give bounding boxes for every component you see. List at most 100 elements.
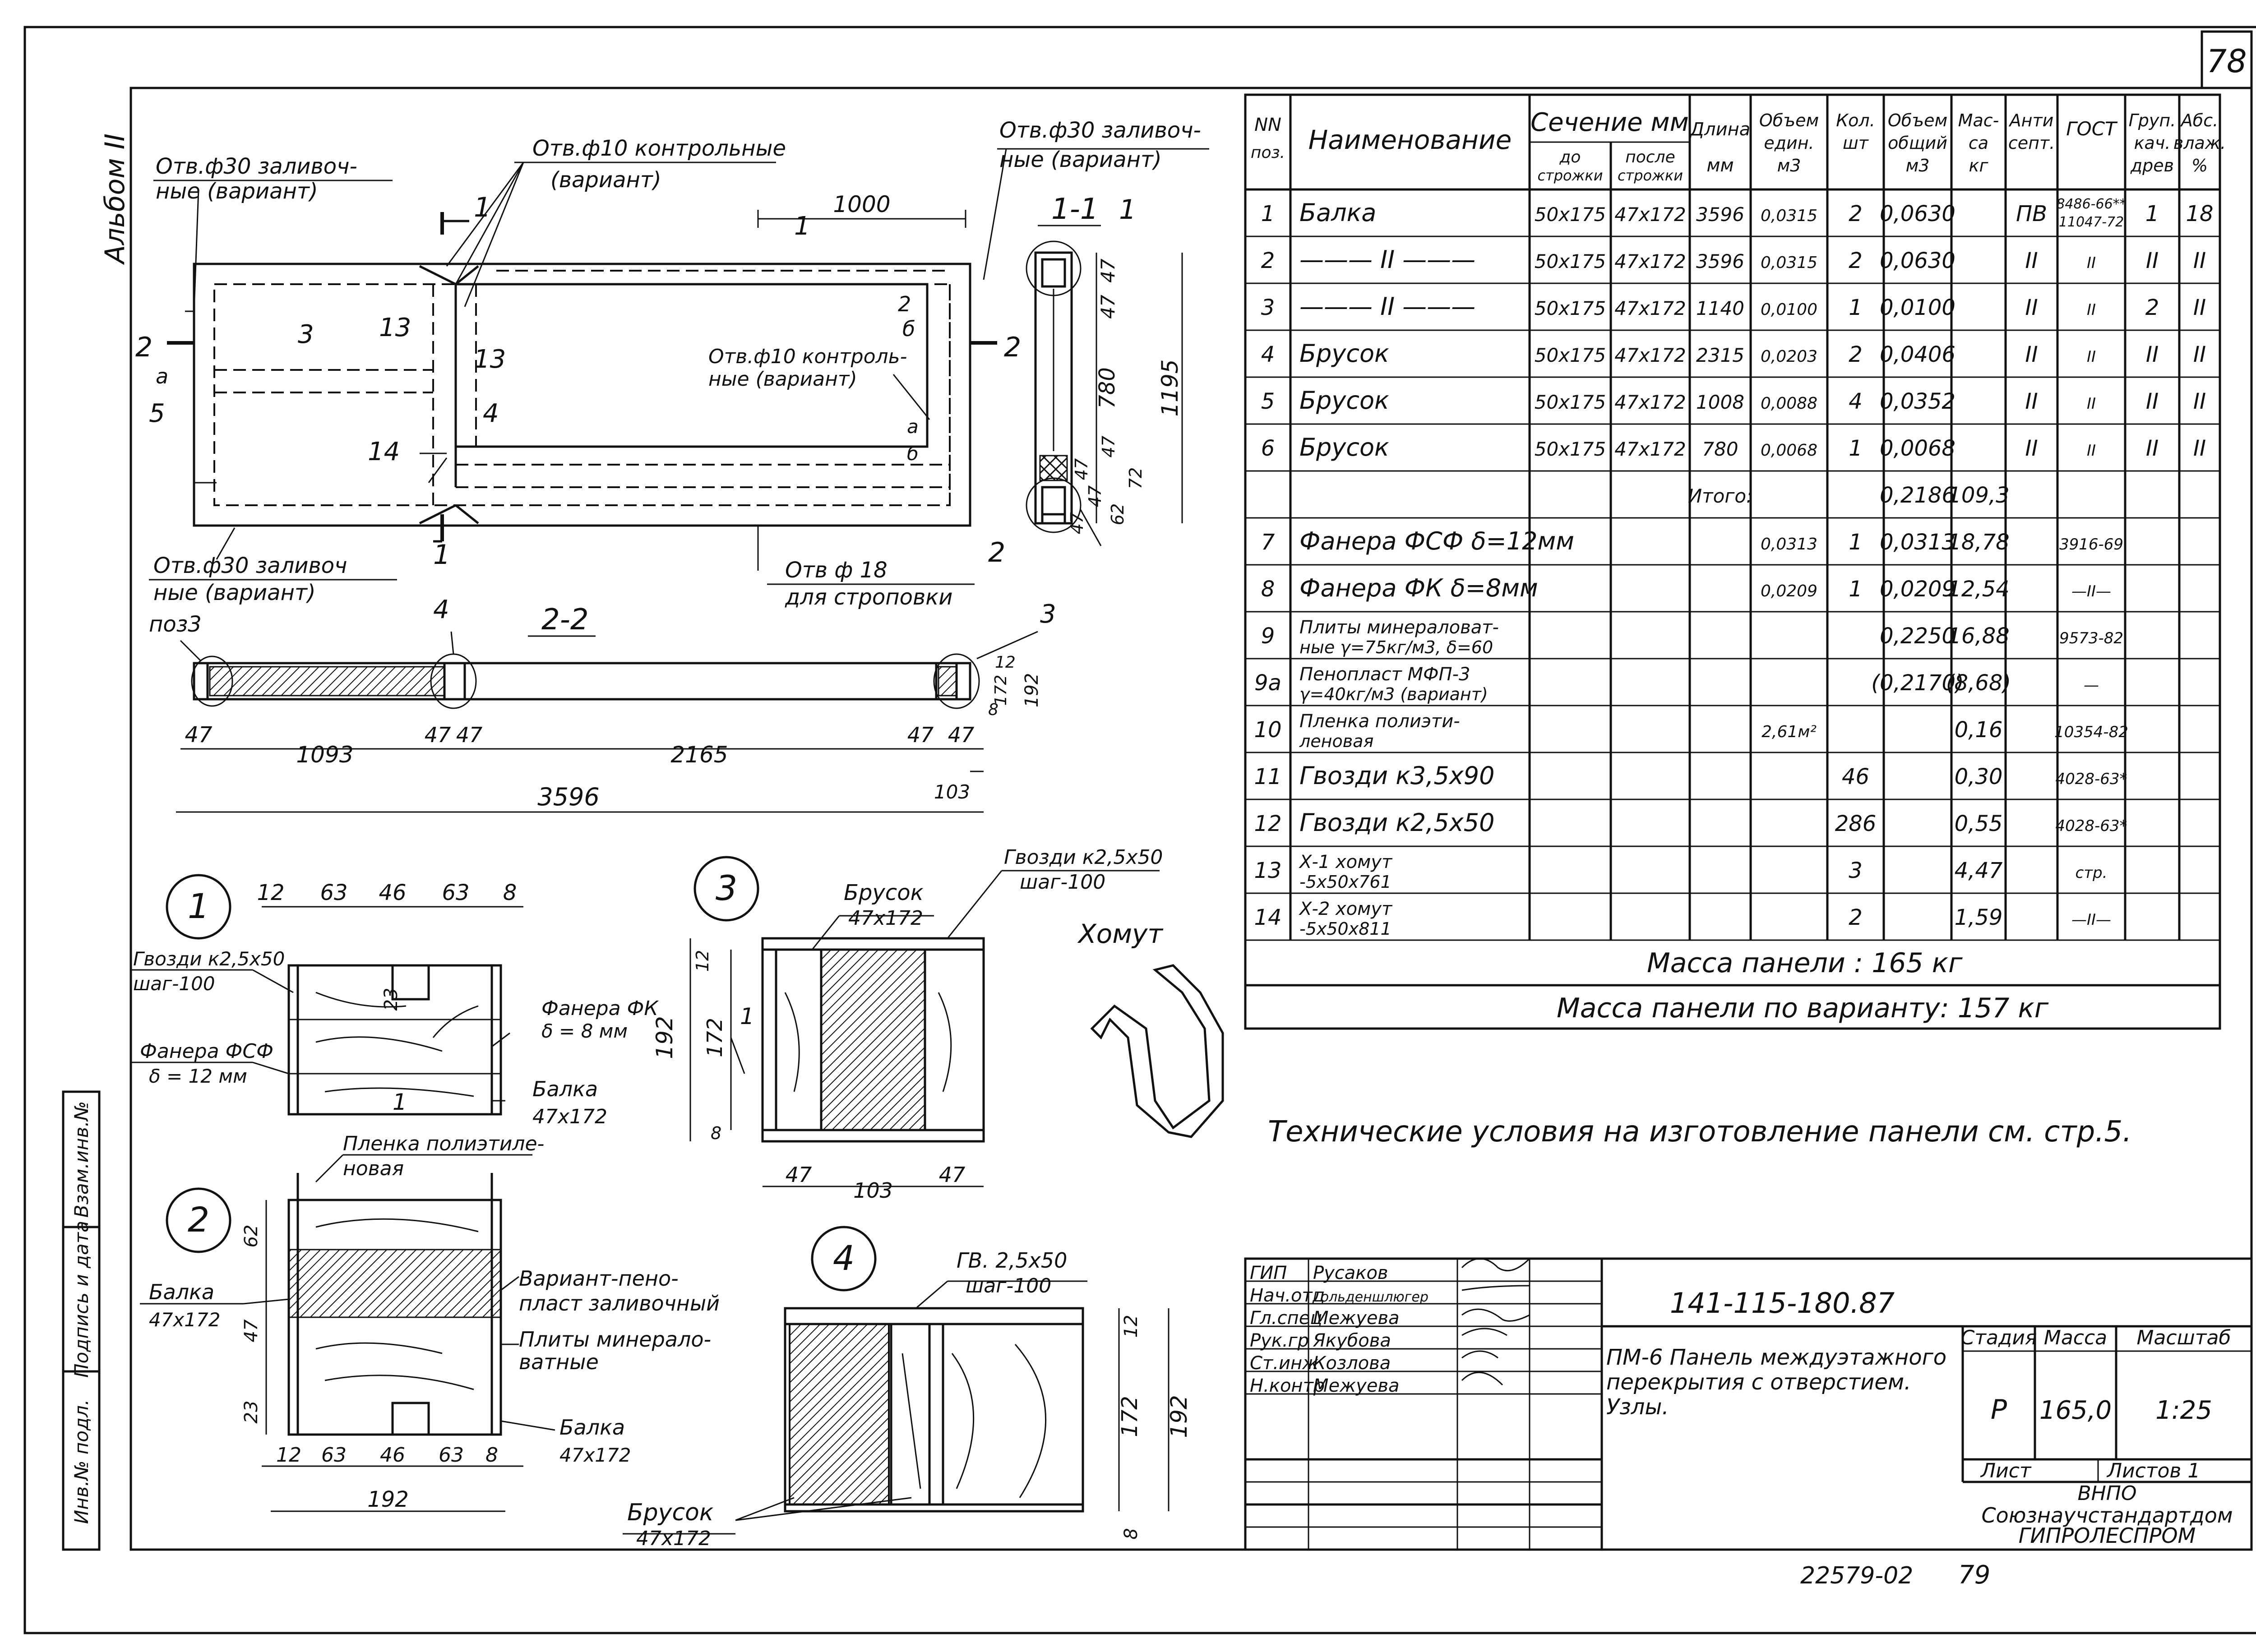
section-1-1-dim-4: 47 bbox=[1072, 458, 1091, 480]
technical-note: Технические условия на изготовление пане… bbox=[1268, 1115, 2132, 1149]
node-2-beam-top-size: 47х172 bbox=[149, 1309, 220, 1331]
node-1-dim-63-b: 63 bbox=[442, 880, 469, 905]
section-1-1-dim-9: 1195 bbox=[1157, 359, 1183, 416]
spec-cell-length: 2315 bbox=[1696, 344, 1744, 366]
node-1: 1 12 63 46 63 8 23 Гвозди к2,5х50 шаг-10… bbox=[131, 874, 659, 1128]
hdr-moist-1: влаж. bbox=[2173, 133, 2226, 153]
signatures bbox=[1461, 1258, 1530, 1386]
spec-cell-gost: II bbox=[2087, 442, 2096, 460]
hdr-qty-0: Кол. bbox=[1836, 111, 1875, 130]
hdr-grade-0: Груп. bbox=[2129, 111, 2176, 130]
spec-cell-gost: 4028-63* bbox=[2055, 817, 2127, 835]
node-2-dim-63-a: 63 bbox=[321, 1444, 347, 1467]
section-1-1-dim-7: 62 bbox=[1108, 503, 1128, 525]
spec-cell-moist: II bbox=[2193, 389, 2206, 414]
spec-cell-antisept: II bbox=[2025, 295, 2038, 320]
spec-cell-moist: 18 bbox=[2186, 201, 2213, 226]
hdr-vol_total-0: Объем bbox=[1888, 111, 1947, 130]
spec-cell-sec_after: 47х172 bbox=[1614, 250, 1686, 272]
spec-cell-grade: II bbox=[2146, 342, 2159, 367]
spec-cell-vol_total: 0,0313 bbox=[1880, 530, 1956, 555]
inner-border bbox=[129, 87, 2253, 1551]
tb-role: Нач.отд bbox=[1250, 1285, 1325, 1306]
section-1-1-mark2: 2 bbox=[988, 537, 1005, 568]
node-3-pos: 1 bbox=[740, 1003, 754, 1029]
spec-cell-antisept: II bbox=[2025, 389, 2038, 414]
spec-cell-mass: 0,30 bbox=[1955, 764, 2003, 789]
spec-cell-gost: 3916-69 bbox=[2059, 535, 2123, 554]
plan-pos-1-top: 1 bbox=[794, 212, 810, 241]
footer-code: 22579-02 bbox=[1800, 1562, 1913, 1589]
spec-cell-vol_unit: 0,0088 bbox=[1761, 394, 1817, 413]
node-3-dim-12: 12 bbox=[693, 950, 712, 972]
hdr-name: Наименование bbox=[1308, 125, 1512, 155]
spec-cell-moist: II bbox=[2193, 295, 2206, 320]
node-2-number: 2 bbox=[188, 1200, 209, 1240]
spec-cell-sec_before: 50х175 bbox=[1535, 250, 1606, 272]
node-2-dim-12: 12 bbox=[276, 1444, 301, 1467]
tb-role: Рук.гр bbox=[1250, 1330, 1309, 1351]
spec-cell-qty: 1 bbox=[1849, 436, 1863, 461]
spec-cell-mass: 12,54 bbox=[1947, 577, 2009, 602]
section-2-2-dim-172: 172 bbox=[992, 675, 1010, 706]
hdr-antisept-0: Анти bbox=[2008, 111, 2054, 130]
spec-cell-no: 2 bbox=[1261, 248, 1275, 273]
spec-cell-vol_total: 0,0630 bbox=[1880, 248, 1956, 273]
spec-cell-vol_total: 0,0068 bbox=[1880, 436, 1956, 461]
node-2-dim-23: 23 bbox=[241, 1401, 262, 1424]
plan-pos-3: 3 bbox=[298, 320, 314, 349]
spec-cell-sec_after: 47х172 bbox=[1614, 344, 1686, 366]
spec-cell-qty: 286 bbox=[1835, 811, 1877, 836]
node-2-dim-62: 62 bbox=[241, 1225, 262, 1248]
spec-cell-vol_unit: 0,0315 bbox=[1761, 254, 1817, 272]
spec-cell-moist: II bbox=[2193, 248, 2206, 273]
tb-name: Русаков bbox=[1313, 1263, 1388, 1283]
hdr-before-1: до bbox=[1559, 148, 1581, 166]
spec-cell-no: 6 bbox=[1261, 436, 1275, 461]
section-2-2-dim-1093: 1093 bbox=[296, 742, 353, 768]
spec-cell-vol_total: 0,2250 bbox=[1880, 623, 1956, 649]
spec-cell-no: 7 bbox=[1261, 530, 1275, 555]
hdr-after-2: строжки bbox=[1618, 167, 1683, 184]
spec-cell-sec_before: 50х175 bbox=[1535, 344, 1606, 366]
node-1-beam-size: 47х172 bbox=[532, 1105, 607, 1128]
spec-cell-qty: 1 bbox=[1849, 577, 1863, 602]
node-2-variant-1: Вариант-пено- bbox=[519, 1266, 679, 1291]
plan-pos-14: 14 bbox=[368, 437, 400, 466]
spec-cell-mass: (8,68) bbox=[1946, 670, 2011, 696]
spec-cell-no: 9а bbox=[1254, 670, 1281, 696]
section-1-1-dim-1: 47 bbox=[1097, 295, 1119, 319]
plan-pos-13-b: 13 bbox=[474, 345, 506, 374]
hdr-section: Сечение мм bbox=[1530, 108, 1689, 137]
hdr-vol_unit-1: един. bbox=[1764, 133, 1814, 153]
section-1-1-dim-3: 47 bbox=[1099, 436, 1119, 457]
section-2-2-dim-192: 192 bbox=[1022, 673, 1042, 707]
spec-cell-length: 3596 bbox=[1696, 250, 1744, 272]
hdr-length-1: Длина bbox=[1689, 119, 1750, 140]
section-2-2-dim-12: 12 bbox=[995, 653, 1016, 672]
node-3-number: 3 bbox=[716, 868, 737, 908]
callout-fill30-top-right-2: ные (вариант) bbox=[999, 147, 1162, 172]
spec-cell-length: 3596 bbox=[1696, 203, 1744, 226]
spec-cell-name: Х-1 хомут bbox=[1299, 852, 1393, 872]
spec-cell-gost: —II— bbox=[2071, 582, 2111, 600]
plan-cut-1-top: 1 bbox=[474, 192, 491, 223]
tb-name: Межуева bbox=[1313, 1375, 1400, 1396]
node-3-dim-8: 8 bbox=[711, 1123, 721, 1143]
spec-cell-qty: 3 bbox=[1849, 858, 1863, 883]
section-2-2-dim-47-b: 47 bbox=[425, 723, 451, 747]
spec-cell-qty: 2 bbox=[1849, 201, 1863, 226]
spec-cell-name: ——— II ——— bbox=[1299, 292, 1475, 321]
callout-sling18-2: для строповки bbox=[785, 585, 952, 610]
tb-sheet-label: Лист bbox=[1980, 1459, 2032, 1482]
node-2-beam-bot-label: Балка bbox=[559, 1415, 625, 1440]
spec-cell-no: 4 bbox=[1261, 342, 1275, 367]
node-4-block-size: 47х172 bbox=[636, 1527, 711, 1550]
section-2-2-dim-47-c: 47 bbox=[456, 723, 483, 747]
section-1-1: 1-1 1 2 47 47 780 47 47 47 47 62 72 1195 bbox=[988, 193, 1183, 568]
hdr-vol_unit-0: Объем bbox=[1759, 111, 1819, 130]
